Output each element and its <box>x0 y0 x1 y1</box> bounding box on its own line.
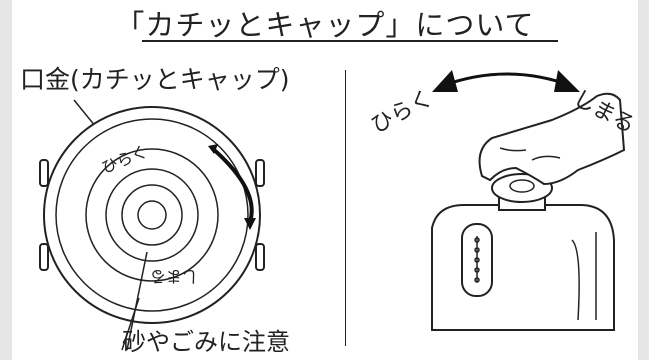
cap-top-view <box>39 99 265 351</box>
cap-inner-rim <box>55 118 249 312</box>
cap-notches <box>39 159 265 271</box>
cap-ring-3 <box>121 184 183 246</box>
cap-label: 口金(カチッとキャップ) <box>20 65 290 94</box>
page-title: 「カチッとキャップ」について <box>115 8 535 42</box>
right-illustration <box>431 70 626 331</box>
diagram-panel: 「カチッとキャップ」について 口金(カチッとキャップ) 砂やごみに注意 ひらく … <box>12 0 639 360</box>
canister-illustration <box>431 204 615 331</box>
caution-label: 砂やごみに注意 <box>122 328 290 356</box>
title-underline <box>142 40 558 42</box>
canister-gauge <box>474 236 480 283</box>
cap-ring-2 <box>105 168 199 262</box>
rotate-arrow-icon <box>210 146 254 223</box>
swing-arrow-icon <box>441 72 573 88</box>
hand-illustration <box>478 92 626 186</box>
panel-divider <box>345 70 346 346</box>
cap-ring-1 <box>85 148 219 282</box>
cap-center <box>137 200 167 230</box>
cap-outer-rim <box>43 106 261 324</box>
